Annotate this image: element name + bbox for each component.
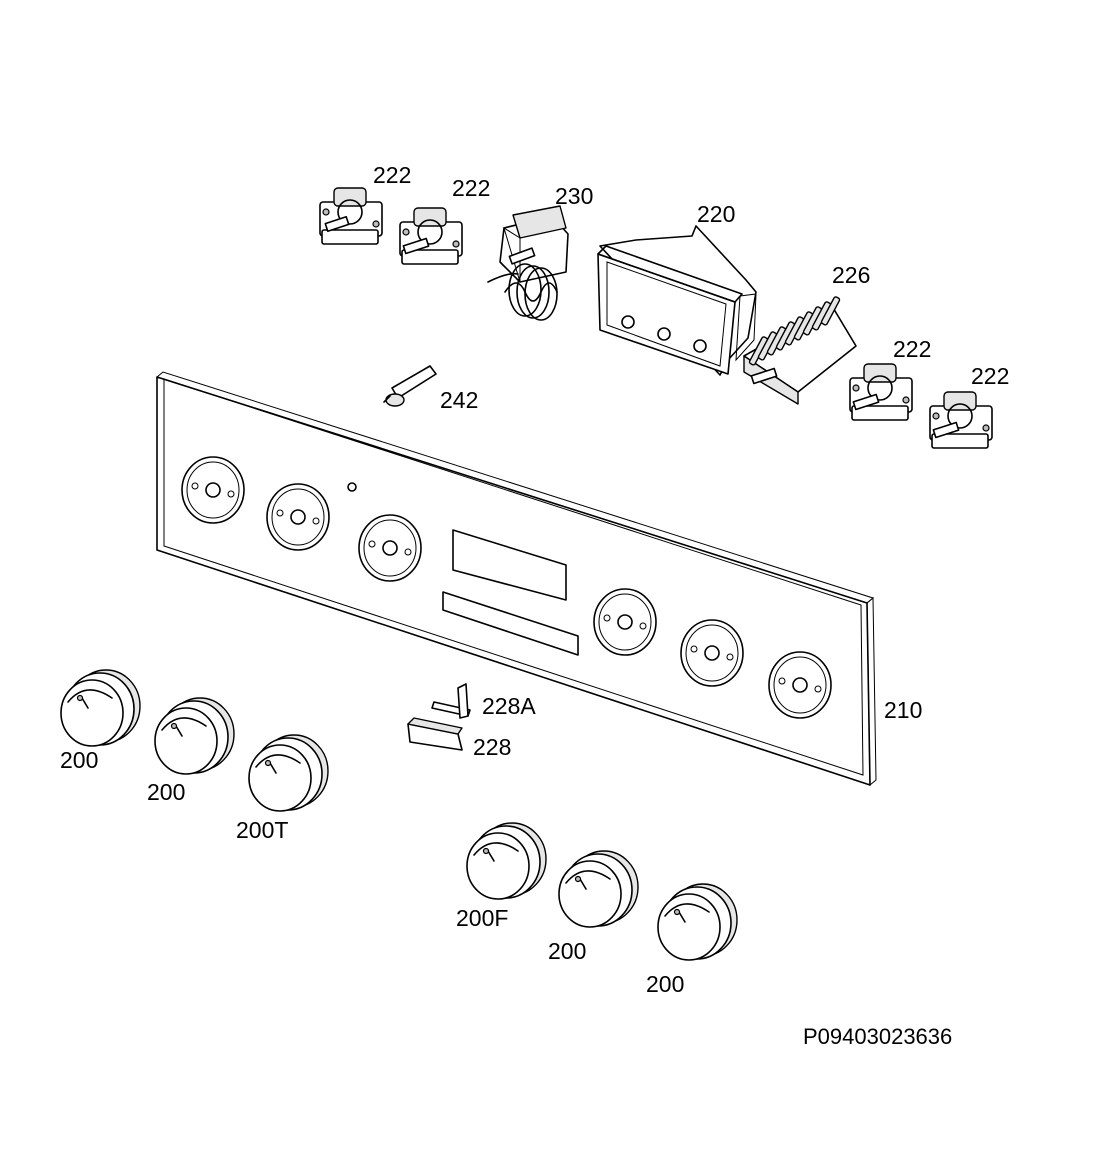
control-knob <box>558 850 639 928</box>
timer-module <box>597 225 757 376</box>
lamp-cover <box>407 717 463 751</box>
label-lamp-holder: 228A <box>482 693 536 719</box>
label-knob-5: 200 <box>548 938 587 964</box>
thermostat <box>487 205 569 321</box>
control-knob <box>60 669 141 747</box>
control-knob <box>154 697 235 775</box>
label-switch-3: 222 <box>893 336 932 362</box>
control-knob <box>466 822 547 900</box>
knob-hole <box>768 651 832 719</box>
rotary-switch <box>849 363 913 421</box>
label-lamp: 228 <box>473 734 512 760</box>
label-knob-1: 200 <box>60 747 99 773</box>
label-switch-2: 222 <box>452 175 491 201</box>
label-knob-2: 200 <box>147 779 186 805</box>
rotary-switch <box>399 207 463 265</box>
label-timer-module: 220 <box>697 201 736 227</box>
label-selector-switch: 226 <box>832 262 871 288</box>
knob-hole <box>680 619 744 687</box>
knob-hole <box>266 483 330 551</box>
control-knob <box>248 734 329 812</box>
control-knob <box>657 883 738 961</box>
label-indicator: 242 <box>440 387 479 413</box>
indicator-hole <box>347 482 357 492</box>
knob-hole <box>181 456 245 524</box>
display-strip <box>442 591 579 656</box>
diagram-code: P09403023636 <box>803 1024 953 1049</box>
label-switch-4: 222 <box>971 363 1010 389</box>
knob-hole <box>358 514 422 582</box>
label-thermostat: 230 <box>555 183 594 209</box>
label-knob-6: 200 <box>646 971 685 997</box>
label-knob-3: 200T <box>236 817 289 843</box>
label-panel: 210 <box>884 697 923 723</box>
rotary-switch <box>319 187 383 245</box>
label-knob-4: 200F <box>456 905 509 931</box>
control-panel <box>155 371 877 787</box>
knob-group <box>60 669 738 961</box>
label-switch-1: 222 <box>373 162 412 188</box>
indicator-light <box>383 365 437 407</box>
lamp-holder <box>431 683 471 719</box>
selector-switch <box>743 296 857 405</box>
display-window <box>452 529 567 601</box>
knob-hole <box>593 588 657 656</box>
panel-knob-holes <box>181 456 832 719</box>
rotary-switch <box>929 391 993 449</box>
